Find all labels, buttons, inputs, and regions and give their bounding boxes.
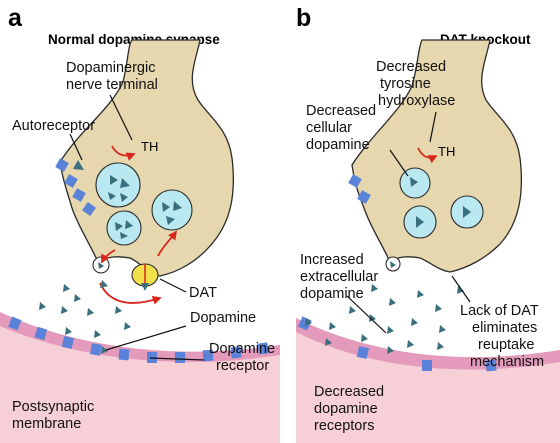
receptors-label-1: Decreased bbox=[314, 384, 384, 400]
pointer-line bbox=[346, 295, 387, 334]
pointer-line bbox=[159, 278, 187, 293]
receptors-label-3: receptors bbox=[314, 418, 374, 434]
cellular-label-3: dopamine bbox=[306, 137, 370, 153]
extracellular-dopamine-b bbox=[305, 284, 464, 354]
reuptake-arrow bbox=[99, 282, 162, 305]
dat-transporter bbox=[131, 263, 159, 291]
extracellular-label-2: extracellular bbox=[300, 269, 378, 285]
lack-dat-label-1: Lack of DAT bbox=[460, 303, 539, 319]
pointer-line bbox=[105, 325, 187, 351]
tyrosine-label-3: hydroxylase bbox=[378, 93, 455, 109]
tyrosine-label-2: tyrosine bbox=[380, 76, 431, 92]
receptor bbox=[61, 336, 74, 349]
nerve-terminal-label-1: Dopaminergic bbox=[66, 60, 155, 76]
receptor bbox=[356, 346, 369, 359]
vesicle-a3 bbox=[151, 189, 193, 231]
autoreceptor bbox=[348, 174, 362, 188]
extracellular-dopamine-a bbox=[39, 280, 131, 354]
autoreceptor bbox=[64, 174, 78, 188]
dat-label: DAT bbox=[189, 285, 217, 301]
receptors-label-2: dopamine bbox=[314, 401, 378, 417]
receptor bbox=[118, 348, 130, 361]
dopamine-receptors-b bbox=[297, 316, 497, 372]
receptor bbox=[422, 360, 432, 371]
autoreceptor bbox=[82, 202, 96, 216]
autoreceptors-a bbox=[55, 158, 96, 216]
cellular-label-1: Decreased bbox=[306, 103, 376, 119]
nerve-terminal-label-2: nerve terminal bbox=[66, 77, 158, 93]
autoreceptor-label: Autoreceptor bbox=[12, 118, 95, 134]
pointer-line bbox=[429, 111, 437, 143]
lack-dat-label-4: mechanism bbox=[470, 354, 544, 370]
receptor bbox=[34, 326, 48, 341]
pointer-line bbox=[69, 133, 83, 161]
pointer-line bbox=[389, 149, 409, 177]
vesicle-a2 bbox=[106, 210, 142, 246]
autoreceptor bbox=[72, 188, 86, 202]
lack-dat-label-3: reuptake bbox=[478, 337, 534, 353]
receptor bbox=[202, 349, 214, 362]
autoreceptor bbox=[55, 158, 69, 172]
panel-b-letter: b bbox=[296, 4, 311, 32]
vesicle-a1 bbox=[95, 162, 141, 208]
release-site-a bbox=[92, 256, 110, 274]
lack-dat-label-2: eliminates bbox=[472, 320, 537, 336]
th-label-a: TH bbox=[141, 139, 158, 154]
pointer-line bbox=[149, 357, 205, 361]
pointer-line bbox=[109, 94, 133, 141]
th-arrow-b bbox=[417, 147, 438, 164]
extracellular-label-1: Increased bbox=[300, 252, 364, 268]
panel-a-letter: a bbox=[8, 4, 23, 32]
receptor bbox=[90, 343, 102, 356]
postsynaptic-label-1: Postsynaptic bbox=[12, 399, 94, 415]
release-arrow bbox=[101, 249, 116, 264]
vesicle-refill-arrow bbox=[157, 230, 178, 257]
extracellular-label-3: dopamine bbox=[300, 286, 364, 302]
vesicle-b2 bbox=[403, 205, 437, 239]
postsynaptic-label-2: membrane bbox=[12, 416, 81, 432]
panel-b: b DAT knockout bbox=[296, 4, 560, 443]
dopamine-receptor-label-2: receptor bbox=[216, 358, 269, 374]
vesicle-b1 bbox=[399, 167, 431, 199]
receptor bbox=[8, 316, 22, 331]
receptor bbox=[230, 346, 242, 359]
vesicle-b3 bbox=[450, 195, 484, 229]
autoreceptor bbox=[357, 190, 371, 204]
dopamine-molecule bbox=[73, 160, 84, 170]
pointer-line bbox=[451, 275, 471, 303]
receptor bbox=[485, 359, 497, 372]
panel-a: a Normal dopamine synapse bbox=[0, 4, 280, 443]
receptor bbox=[257, 342, 269, 355]
receptor bbox=[175, 352, 185, 363]
release-site-b bbox=[385, 256, 401, 272]
th-label-b: TH bbox=[438, 144, 455, 159]
tyrosine-label-1: Decreased bbox=[376, 59, 446, 75]
dopamine-receptor-label-1: Dopamine bbox=[209, 341, 275, 357]
cellular-label-2: cellular bbox=[306, 120, 352, 136]
dopamine-label: Dopamine bbox=[190, 310, 256, 326]
th-arrow bbox=[111, 145, 136, 161]
autoreceptors-b bbox=[348, 174, 371, 204]
reaction-arrows-a bbox=[99, 145, 178, 305]
